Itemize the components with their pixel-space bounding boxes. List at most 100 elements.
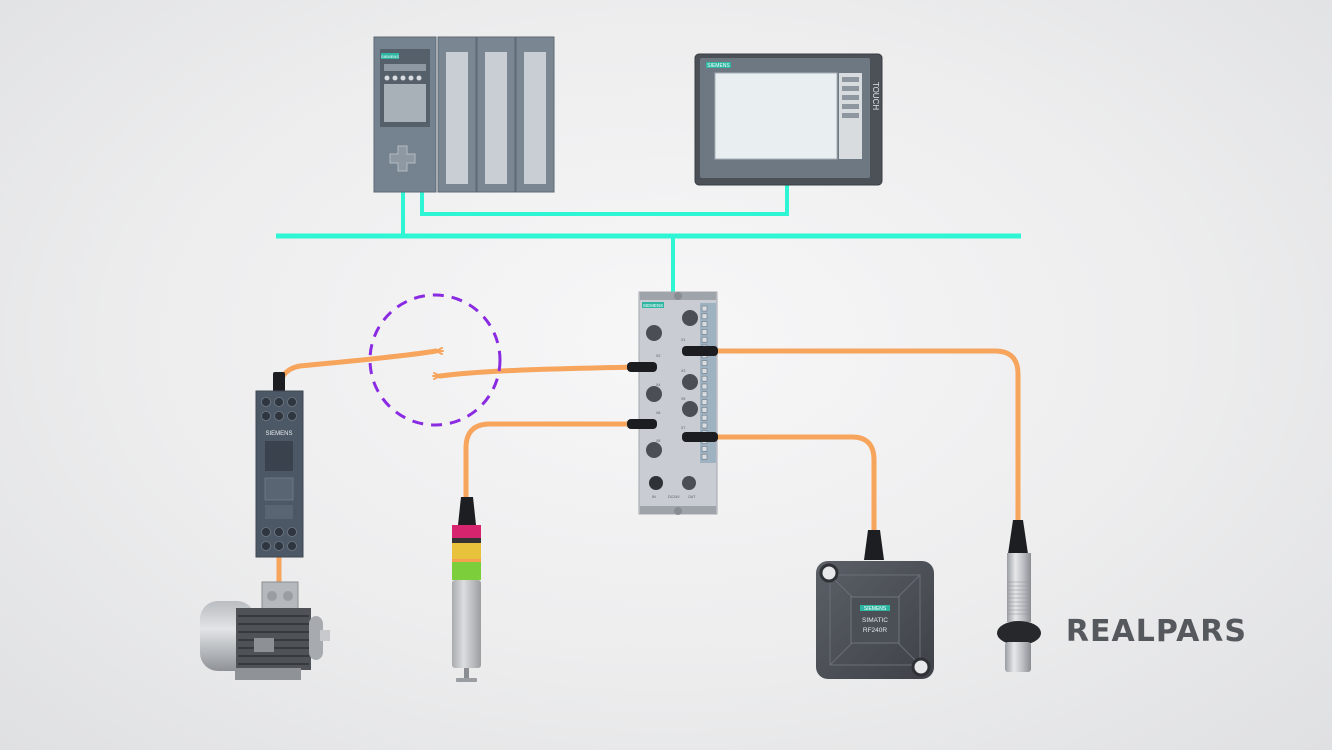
motor-base <box>235 668 301 680</box>
io-module-top-screw <box>674 292 682 300</box>
io-port[interactable] <box>646 325 662 341</box>
io-module-brand-label: SIEMENS <box>643 303 663 308</box>
motor-starter-terminals-top <box>261 397 297 421</box>
hmi-screen[interactable] <box>714 72 838 160</box>
io-port-label: X3 <box>681 369 685 373</box>
broken-cable-highlight-circle <box>368 293 502 427</box>
motor-starter-label-area <box>265 505 293 519</box>
stack-light-base <box>456 678 477 682</box>
sensor-body-upper <box>1007 553 1031 578</box>
io-module-brand-badge <box>642 302 664 308</box>
plc-dpad-icon[interactable] <box>389 145 416 172</box>
io-power-port-in[interactable] <box>649 476 663 490</box>
cable-io-to-motor-starter-segment-a <box>437 364 643 379</box>
plc-screen <box>384 84 426 122</box>
sensor-thread <box>1007 578 1031 622</box>
hmi-function-keys[interactable] <box>842 77 859 118</box>
io-status-led <box>701 383 708 390</box>
motor-nameplate <box>254 638 274 652</box>
cable-io-to-rfid-reader <box>709 434 877 535</box>
io-module-bottom-screw <box>674 507 682 515</box>
rfid-reader-device[interactable]: SIEMENS SIMATIC RF240R <box>816 530 934 679</box>
stack-light-green-segment <box>452 562 481 580</box>
plc-brand-badge <box>381 53 399 59</box>
io-status-led <box>701 368 708 374</box>
io-port-label: X6 <box>656 411 660 415</box>
motor-starter-buttons[interactable] <box>264 477 294 501</box>
io-port[interactable] <box>682 310 698 326</box>
rfid-mount-hole-top-left <box>819 563 839 583</box>
motor-starter-terminals-bottom <box>261 527 297 551</box>
plc-device[interactable]: SIEMENS <box>373 36 555 193</box>
rfid-cable-plug <box>864 530 884 560</box>
io-status-led <box>701 453 708 460</box>
io-port[interactable] <box>682 401 698 417</box>
io-port[interactable] <box>682 374 698 390</box>
frayed-end-b <box>435 347 444 355</box>
io-status-led <box>701 321 708 327</box>
stack-light-divider <box>452 538 481 543</box>
sensor-tip <box>1005 642 1031 672</box>
io-status-led <box>701 446 708 452</box>
cable-io-to-motor-starter-segment-b <box>277 348 439 389</box>
cable-io-to-stack-light <box>463 421 643 503</box>
io-status-led <box>701 305 708 312</box>
rfid-product-line-label: SIMATIC <box>862 617 888 624</box>
plc-to-hmi-cable <box>420 184 789 216</box>
stack-light-red-segment <box>452 525 481 538</box>
io-module-cable-plugs <box>627 346 718 442</box>
hmi-touch-panel[interactable]: SIEMENS TOUCH <box>694 53 883 186</box>
stack-light-yellow-segment <box>452 543 481 559</box>
io-port[interactable] <box>646 386 662 402</box>
field-cables <box>276 347 1021 587</box>
io-port-label: X7 <box>681 426 685 430</box>
plc-status-strip <box>384 64 426 71</box>
motor-starter-brand-label: SIEMENS <box>265 431 292 437</box>
io-status-led <box>701 407 708 413</box>
io-status-led <box>701 399 708 405</box>
hmi-brand-label: SIEMENS <box>707 63 730 69</box>
motor-shaft <box>320 630 330 641</box>
profinet-network <box>276 184 1021 296</box>
io-port-label: X2 <box>656 354 660 358</box>
realpars-watermark: REALPARS <box>1066 614 1247 649</box>
stack-light-divider <box>452 559 481 562</box>
cable-io-to-proximity-sensor <box>709 348 1021 523</box>
rfid-model-label: RF240R <box>863 627 888 634</box>
proximity-sensor-device[interactable] <box>997 520 1041 672</box>
motor-starter-cable-plug <box>273 372 285 394</box>
io-status-led <box>701 313 708 320</box>
io-status-led <box>701 414 708 421</box>
sensor-cable-plug <box>1008 520 1028 554</box>
io-port-label: X1 <box>681 338 685 342</box>
stack-light-cable-plug <box>458 497 476 525</box>
rfid-brand-label: SIEMENS <box>864 606 887 612</box>
sensor-lock-nut <box>997 621 1041 645</box>
io-status-led <box>701 422 708 429</box>
electric-motor[interactable] <box>200 581 330 680</box>
io-power-port-out[interactable] <box>682 476 696 490</box>
motor-starter-device[interactable]: SIEMENS <box>255 372 304 558</box>
io-port-label: X4 <box>656 383 660 387</box>
stack-light-pole <box>452 580 481 668</box>
stack-light-device[interactable] <box>452 497 481 682</box>
sensor-thread-lines <box>1007 581 1031 615</box>
io-port-label: X5 <box>681 397 685 401</box>
io-status-led <box>701 360 708 366</box>
rfid-mount-hole-bottom-right <box>911 657 931 677</box>
io-port-label: X8 <box>656 439 660 443</box>
io-status-led <box>701 375 708 382</box>
io-status-led <box>701 329 708 335</box>
io-port[interactable] <box>646 442 662 458</box>
io-module-power-labels: IN DC24V OUT <box>652 495 696 499</box>
io-module-device[interactable]: SIEMENS X1 X2 X3 X4 X5 X6 X7 <box>627 291 718 515</box>
io-power-label-out: OUT <box>688 495 696 499</box>
rfid-label-plate <box>850 596 900 644</box>
io-status-led <box>701 336 708 343</box>
io-module-port-labels: X1 X2 X3 X4 X5 X6 X7 X8 <box>656 338 685 443</box>
io-power-label-in: IN <box>652 495 656 499</box>
plc-brand-label: SIEMENS <box>381 54 399 59</box>
io-module-ports <box>646 310 698 490</box>
frayed-end-a <box>432 372 441 380</box>
